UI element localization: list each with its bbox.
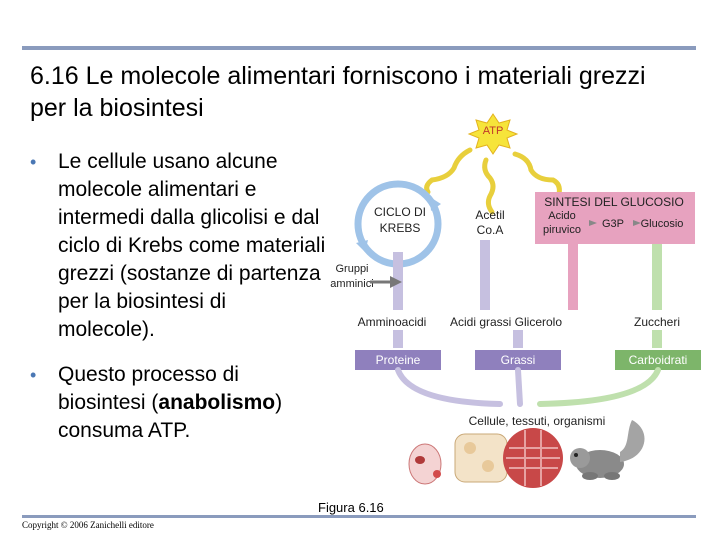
bullet-dot-icon: • <box>30 365 37 385</box>
acetil-line1: Acetil <box>475 208 504 222</box>
carboidrati-box <box>615 350 701 370</box>
figure-caption: Figura 6.16 <box>318 500 384 515</box>
title-rule-top <box>22 46 696 50</box>
bullet-list: • Le cellule usano alcune molecole alime… <box>28 148 328 445</box>
bullet-item-1: • Le cellule usano alcune molecole alime… <box>28 148 328 344</box>
biosynthesis-figure: ATP SINTESI DEL GLUCOSIO Acido piruvico … <box>330 113 701 488</box>
squirrel-icon <box>570 420 645 480</box>
krebs-line1: CICLO DI <box>374 205 426 219</box>
bullet-text-2a: Questo processo di biosintesi ( <box>58 363 239 414</box>
grassi-box <box>475 350 561 370</box>
grassi-label: Grassi <box>501 353 536 367</box>
g3p-label: G3P <box>602 218 624 230</box>
purple-column-middle <box>480 240 490 310</box>
acido-line2: piruvico <box>543 224 581 236</box>
arrow-to-glucosio-icon <box>633 220 641 226</box>
bullet-text-1: Le cellule usano alcune molecole aliment… <box>58 150 326 341</box>
acetil-line2: Co.A <box>477 223 504 237</box>
proteine-label: Proteine <box>376 353 421 367</box>
krebs-line2: KREBS <box>380 221 421 235</box>
arrow-to-g3p-icon <box>589 220 597 226</box>
proteine-box <box>355 350 441 370</box>
atp-star-icon <box>467 113 519 155</box>
cells-tissue-illustration <box>408 428 563 488</box>
slide-title: 6.16 Le molecole alimentari forniscono i… <box>30 62 646 122</box>
cellule-label: Cellule, tessuti, organismi <box>469 414 606 428</box>
bullet-bold-anabolismo: anabolismo <box>158 391 276 414</box>
purple-connector-middle <box>513 330 523 348</box>
sintesi-glucosio-box <box>535 192 695 244</box>
gruppi-line1: Gruppi <box>335 263 368 275</box>
green-connector-right <box>652 330 662 348</box>
gruppi-arrowhead-icon <box>390 276 402 288</box>
glucosio-label: Glucosio <box>641 218 684 230</box>
acidi-glicerolo-label: Acidi grassi Glicerolo <box>450 315 562 329</box>
carboidrati-label: Carboidrati <box>629 353 688 367</box>
atp-energy-arrows <box>424 147 562 215</box>
atp-label: ATP <box>483 125 504 137</box>
gruppi-line2: amminici <box>330 278 373 290</box>
amminoacidi-label: Amminoacidi <box>358 315 427 329</box>
bullet-dot-icon: • <box>30 152 37 172</box>
footer-rule <box>22 515 696 518</box>
bullet-item-2: • Questo processo di biosintesi (anaboli… <box>28 361 328 445</box>
zuccheri-label: Zuccheri <box>634 315 680 329</box>
acido-line1: Acido <box>548 210 576 222</box>
pink-column-left <box>568 244 578 310</box>
copyright-notice: Copyright © 2006 Zanichelli editore <box>22 520 154 530</box>
bullet-text-2b: ) consuma ATP. <box>58 391 283 442</box>
converging-arrows <box>395 367 661 407</box>
sintesi-title: SINTESI DEL GLUCOSIO <box>544 195 684 209</box>
purple-connector-left <box>393 330 403 348</box>
green-column-right <box>652 244 662 310</box>
